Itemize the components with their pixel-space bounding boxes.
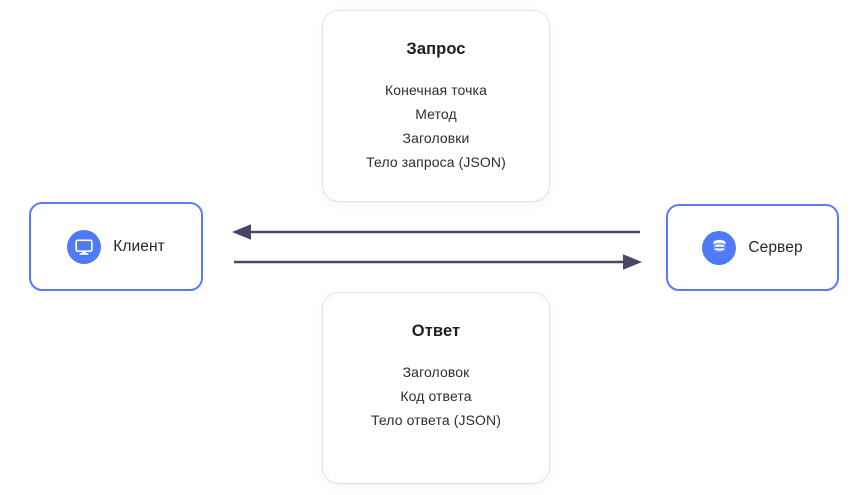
card-request: Запрос Конечная точка Метод Заголовки Те… [323,11,549,201]
card-request-title: Запрос [406,40,466,58]
monitor-icon [67,229,102,264]
card-request-line: Заголовки [402,129,470,146]
arrow-client-to-server [234,254,642,270]
card-request-line: Конечная точка [385,81,487,98]
card-response-lines: Заголовок Код ответа Тело ответа (JSON) [323,364,549,428]
node-client[interactable]: Клиент [29,202,203,291]
card-request-line: Тело запроса (JSON) [366,153,506,170]
card-request-line: Метод [415,105,457,122]
node-client-label: Клиент [113,237,165,255]
node-server-label: Сервер [748,238,803,256]
card-response-line: Тело ответа (JSON) [371,411,501,428]
card-request-lines: Конечная точка Метод Заголовки Тело запр… [323,82,549,170]
card-response-line: Код ответа [400,387,472,404]
card-response-title: Ответ [411,322,461,340]
database-icon [702,230,737,265]
card-response: Ответ Заголовок Код ответа Тело ответа (… [323,293,549,483]
node-server[interactable]: Сервер [666,204,839,291]
card-response-line: Заголовок [402,363,470,380]
arrow-server-to-client [232,224,640,240]
